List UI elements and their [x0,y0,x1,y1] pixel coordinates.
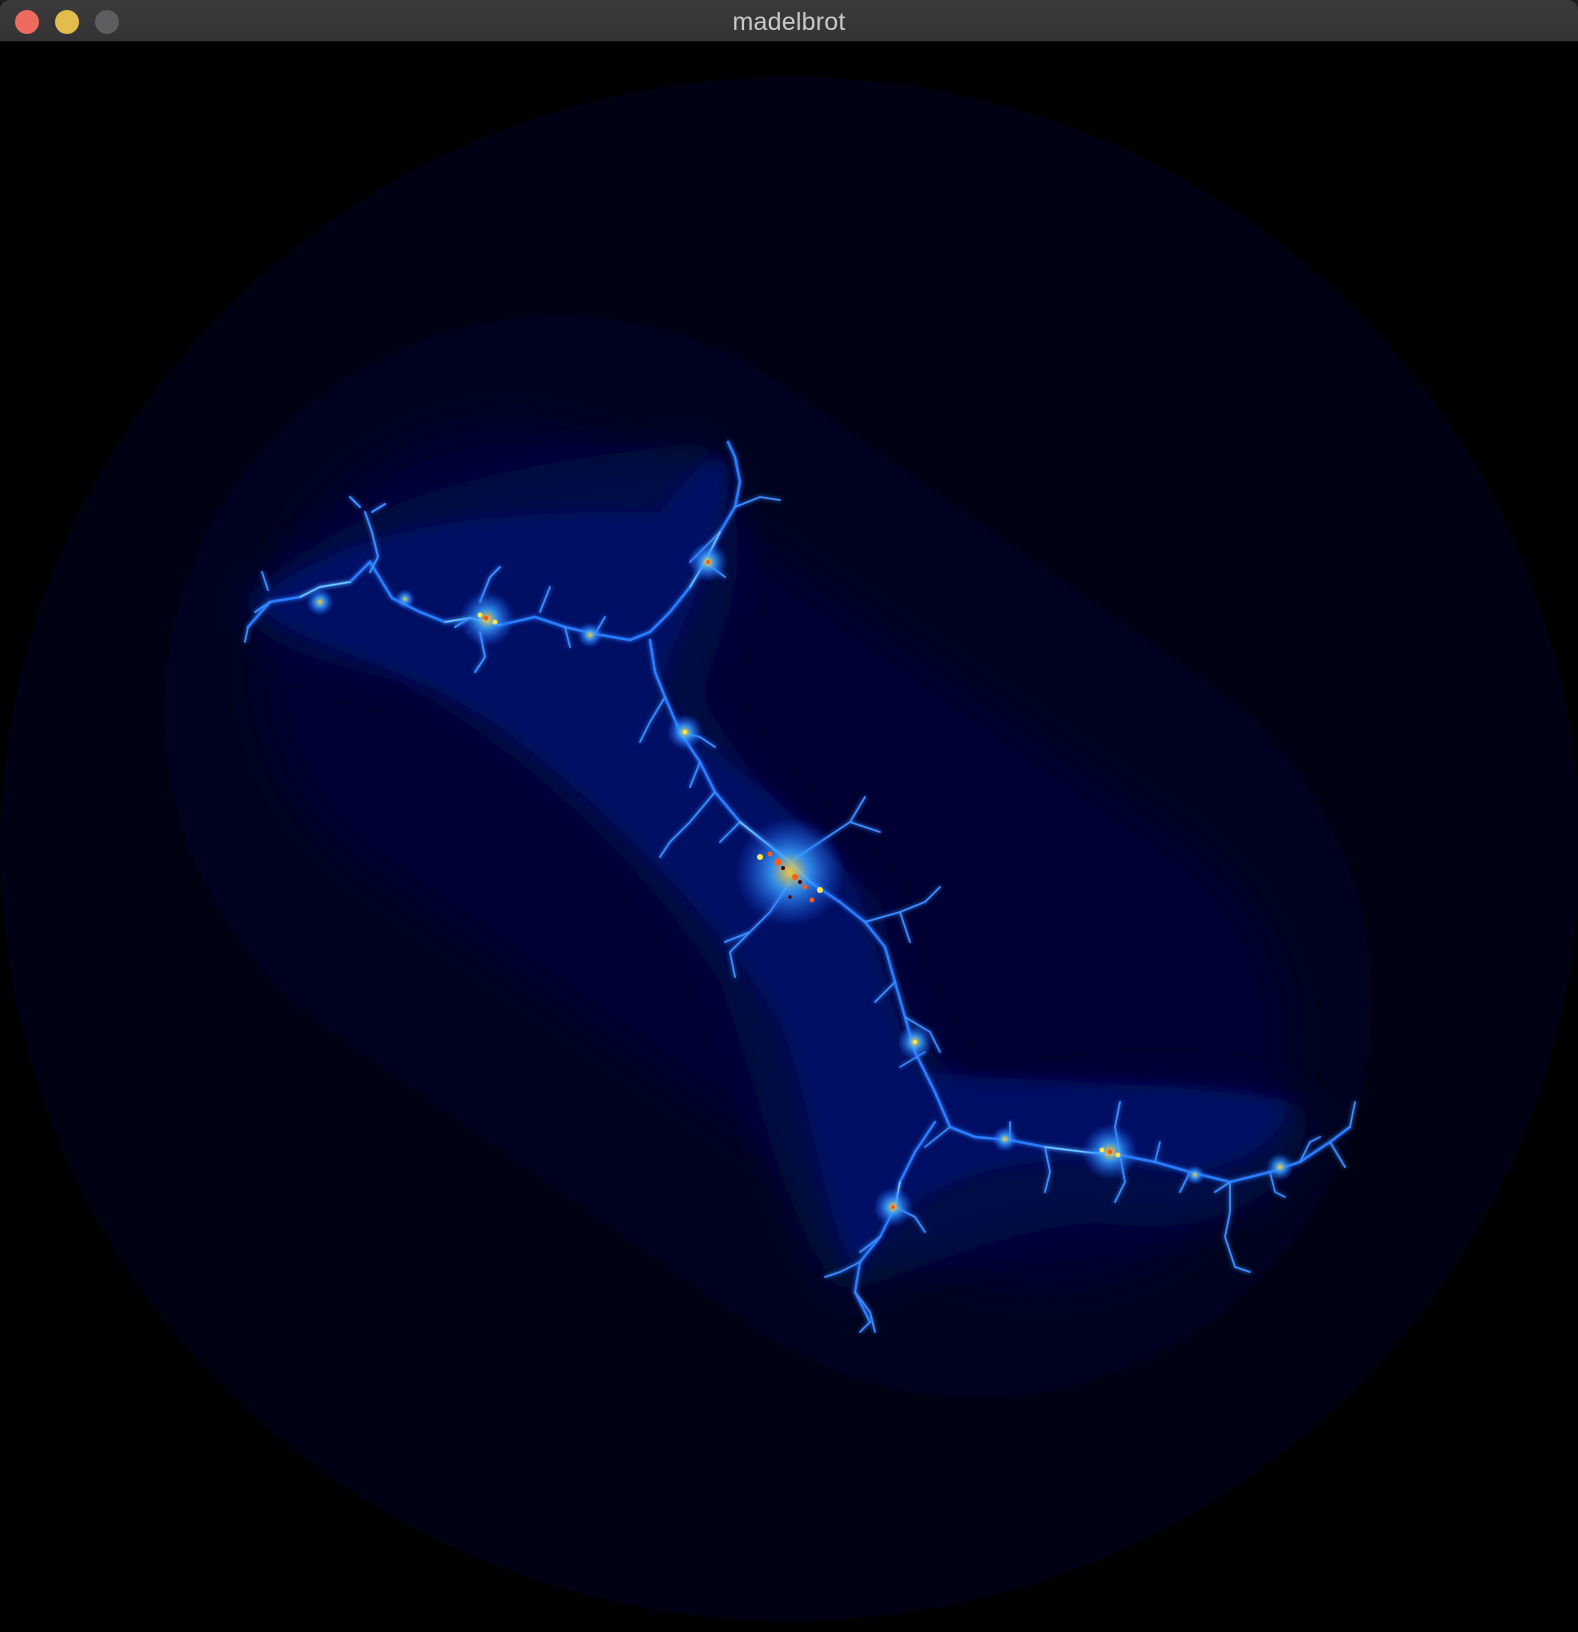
minimize-button[interactable] [55,10,79,34]
node [1266,1153,1294,1181]
central-node [735,817,845,927]
node [1185,1165,1205,1185]
node [395,589,415,609]
fractal-canvas[interactable] [0,42,1578,1632]
node [992,1126,1018,1152]
title-bar[interactable]: madelbrot [0,0,1578,42]
hot-core [483,560,1113,1209]
zoom-button[interactable] [95,10,119,34]
yellow-core [477,612,1121,1158]
close-button[interactable] [15,10,39,34]
window-title: madelbrot [732,8,846,36]
node [577,622,603,648]
fractal-render [0,42,1578,1632]
bright-nodes [306,542,1294,1227]
node [306,588,334,616]
deep-core [781,866,802,899]
